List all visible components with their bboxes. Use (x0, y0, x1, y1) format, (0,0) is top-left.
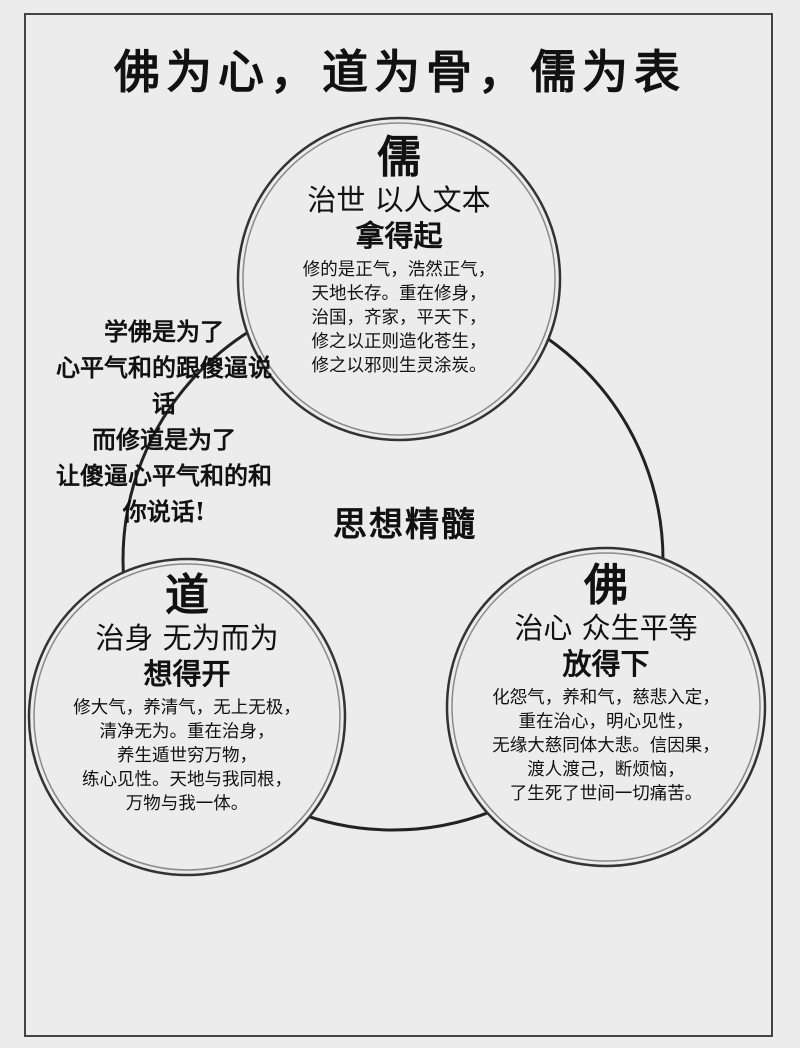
circle-ru-desc: 修的是正气，浩然正气， 天地长存。重在修身， 治国，齐家，平天下， 修之以正则造… (302, 260, 496, 376)
page-frame (24, 13, 773, 1037)
circle-ru-motto: 拿得起 (355, 219, 443, 253)
page-title: 佛为心，道为骨，儒为表 (114, 45, 686, 99)
circle-dao-name: 道 (165, 570, 209, 621)
circle-dao-desc: 修大气，养清气，无上无极， 清净无为。重在治身， 养生遁世穷万物， 练心见性。天… (73, 698, 301, 814)
circle-ru-role: 治世 以人文本 (307, 183, 491, 217)
ring-dao (27, 557, 347, 877)
circle-ru-name: 儒 (377, 132, 421, 183)
circle-dao: 道 治身 无为而为 想得开 修大气，养清气，无上无极， 清净无为。重在治身， 养… (37, 572, 337, 816)
ring-ru (236, 116, 562, 442)
circle-fo-motto: 放得下 (562, 647, 650, 681)
circle-fo: 佛 治心 众生平等 放得下 化怨气，养和气，慈悲入定， 重在治心，明心见性， 无… (456, 562, 756, 806)
circle-fo-desc: 化怨气，养和气，慈悲入定， 重在治心，明心见性， 无缘大慈同体大悲。信因果， 渡… (492, 688, 720, 804)
circle-ru: 儒 治世 以人文本 拿得起 修的是正气，浩然正气， 天地长存。重在修身， 治国，… (249, 134, 549, 378)
circle-fo-role: 治心 众生平等 (514, 611, 698, 645)
ring-fo (445, 546, 767, 868)
side-note-caption: 学佛是为了 心平气和的跟傻逼说 话 而修道是为了 让傻逼心平气和的和 你说话! (56, 317, 272, 526)
circle-dao-role: 治身 无为而为 (95, 621, 279, 655)
center-label: 思想精髓 (333, 505, 477, 545)
circle-dao-motto: 想得开 (143, 657, 231, 691)
circle-fo-name: 佛 (584, 560, 628, 611)
